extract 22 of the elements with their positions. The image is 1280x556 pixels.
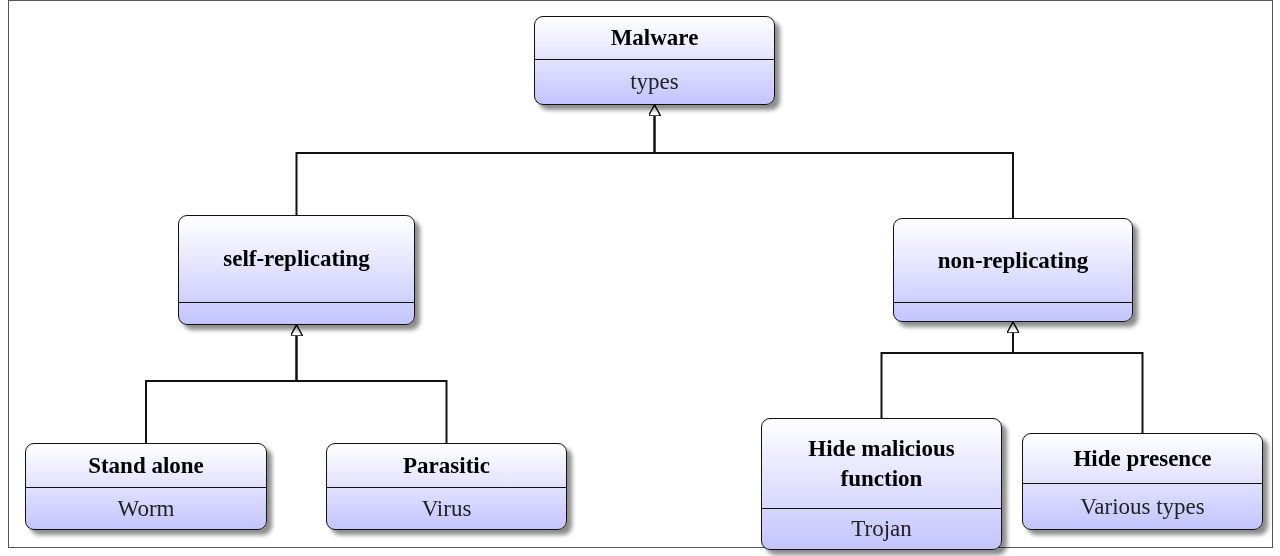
class-name: Stand alone (88, 451, 204, 480)
class-box (178, 215, 415, 325)
inheritance-arrow (1006, 321, 1144, 434)
class-name: Parasitic (403, 451, 490, 480)
class-name: Hide presence (1073, 444, 1212, 473)
class-description: Trojan (851, 516, 912, 542)
class-box (326, 443, 567, 530)
class-name: non-replicating (937, 246, 1089, 275)
class-box (534, 16, 775, 105)
inheritance-arrow (647, 104, 1014, 219)
class-name: Malware (610, 24, 699, 53)
class-box (25, 443, 267, 530)
class-box (1022, 433, 1263, 530)
class-name: self-replicating (223, 245, 370, 274)
class-box (893, 218, 1133, 322)
class-description: Worm (117, 495, 175, 522)
class-description: types (630, 69, 679, 95)
class-description: Various types (1080, 493, 1205, 520)
class-box (761, 418, 1002, 550)
class-description: Virus (421, 495, 472, 522)
inheritance-arrow (289, 324, 448, 444)
class-name: Hide malicious function (807, 434, 956, 493)
